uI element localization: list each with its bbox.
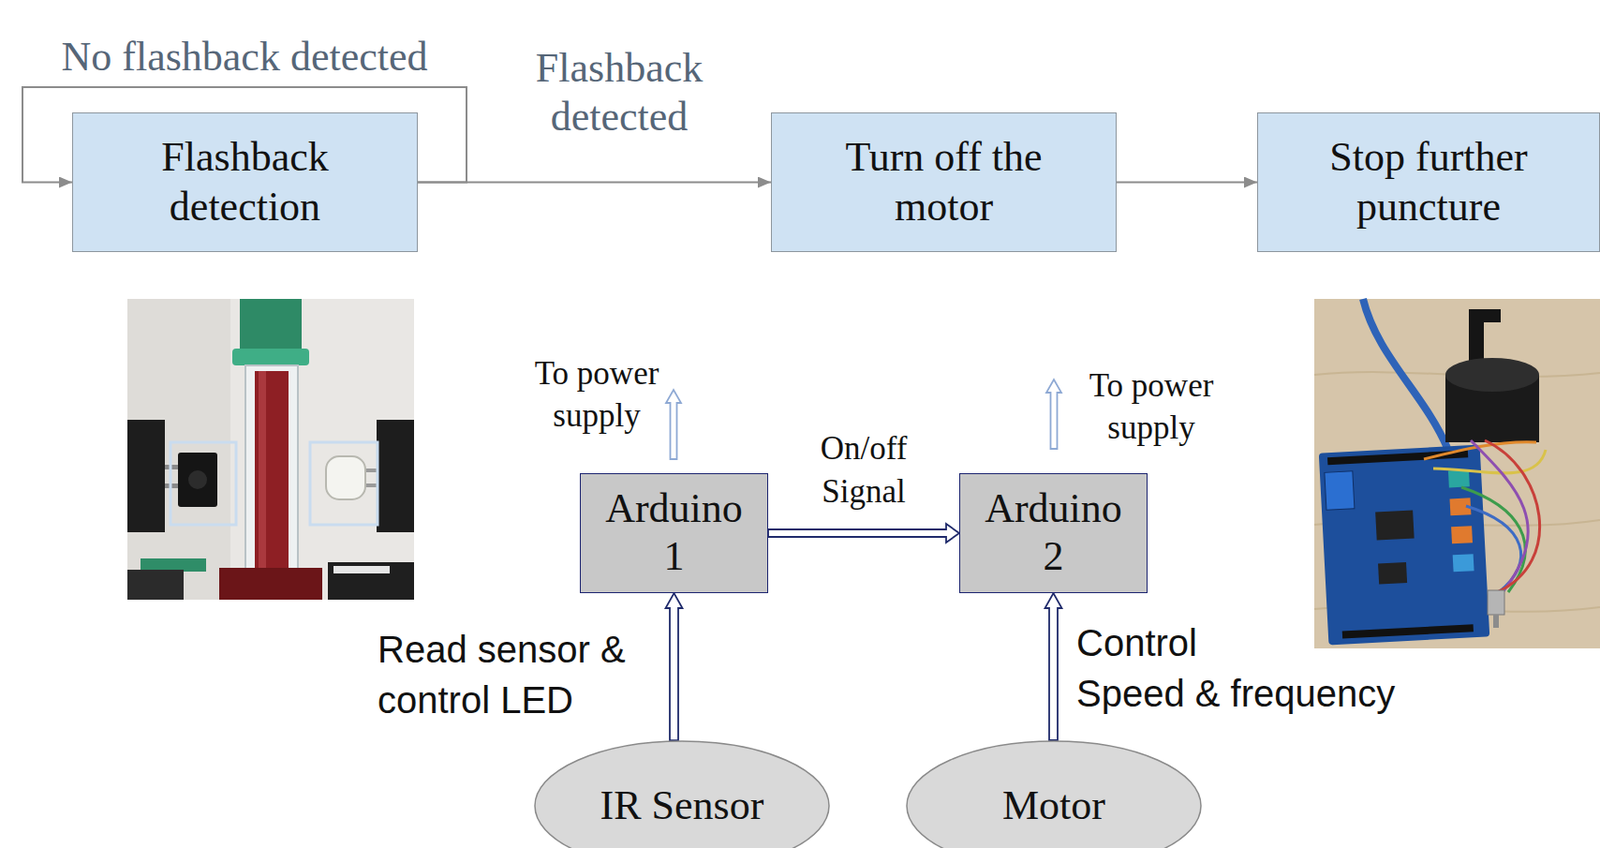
blood-highlight [258,370,267,572]
wire [1470,440,1528,593]
dark-part [327,562,415,600]
process-box: Stop further puncture [1257,112,1600,252]
component [1452,553,1475,572]
hub-collar [232,348,310,366]
tube-base [219,567,323,600]
power-label: To power supply [526,352,667,437]
white-strip [333,565,390,574]
edge-label: Control Speed & frequency [1076,617,1423,719]
encoder [1487,590,1505,615]
motor-shaft [1493,614,1499,628]
controller-box: Arduino 2 [959,473,1148,593]
edge-label: No flashback detected [19,31,470,82]
motor-bracket [1468,309,1501,323]
signal-arrow [666,592,683,741]
ir-lens [188,470,208,489]
power-label: To power supply [1081,364,1222,449]
green-part [140,558,207,572]
usb-cable [1362,298,1448,448]
chip [1377,562,1408,585]
flow-connector [417,181,771,184]
signal-arrow [768,523,960,543]
photo-ground [1314,298,1600,649]
component [1451,525,1473,544]
arduino-board [1318,444,1490,646]
wire [1484,440,1541,593]
edge-label: Read sensor & control LED [377,623,659,726]
component [1448,469,1470,488]
power-arrow [1046,379,1062,449]
ir-led [325,456,366,500]
photo-shade [127,298,231,600]
sensor-photo [127,298,415,600]
ellipse-shape [534,740,830,848]
pin-header [1342,623,1474,638]
right-mount [376,419,415,533]
node-text: Flashback detection [104,133,386,233]
chip [1375,509,1415,540]
ir-receiver [177,452,218,507]
needle-hub [239,298,302,352]
node-text: Stop further puncture [1288,133,1570,233]
power-arrow [666,389,682,460]
edge-label: Flashback detected [502,44,737,142]
blood-column [254,370,289,572]
highlight-square [170,442,237,525]
highlight-square [310,442,378,525]
node-text: Arduino 2 [978,485,1129,580]
dark-part [127,569,184,600]
component-ellipse: IR Sensor [533,740,830,848]
ellipse-shape [906,740,1201,848]
controller-box: Arduino 1 [579,473,769,593]
motor-top [1445,357,1540,392]
node-text: Turn off the motor [803,133,1085,233]
node-text: Motor [1002,781,1106,831]
clear-tube [245,365,298,572]
signal-arrow [1045,592,1063,741]
process-box: Turn off the motor [770,112,1117,252]
wire [1461,487,1526,593]
component-ellipse: Motor [905,740,1202,848]
edge-label: On/off Signal [802,427,925,514]
motor-photo [1314,298,1600,649]
photo-ground [127,298,415,600]
terminal-block [1324,471,1355,511]
process-box: Flashback detection [72,112,418,252]
node-text: IR Sensor [600,781,765,831]
flow-connector [1116,181,1258,184]
left-mount [127,419,165,533]
node-text: Arduino 1 [599,485,750,580]
